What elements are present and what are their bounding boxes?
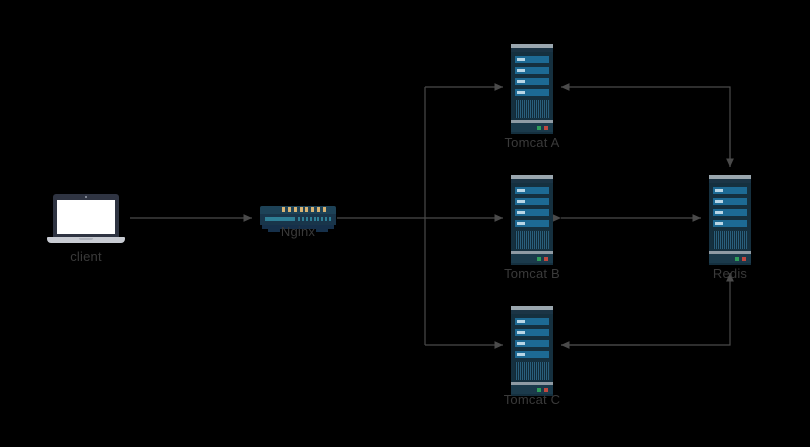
node-label-nginx: Nginx: [280, 224, 316, 239]
network-switch-icon: [260, 206, 336, 214]
server-led-red: [742, 257, 746, 261]
server-divider: [511, 382, 553, 385]
server-tower-icon: [511, 306, 553, 310]
switch-port-row: [298, 217, 331, 221]
server-base: [511, 385, 553, 394]
server-drive-bays: [515, 187, 549, 231]
server-drive-bays: [515, 318, 549, 362]
server-vent-grille: [515, 231, 549, 249]
node-label-redis: Redis: [712, 266, 748, 281]
laptop-icon: [53, 194, 119, 238]
node-label-tomcat-c: Tomcat C: [503, 392, 561, 407]
server-tower-icon: [511, 175, 553, 179]
server-led-red: [544, 126, 548, 130]
server-divider: [709, 251, 751, 254]
server-cap-shadow: [709, 179, 751, 183]
server-tower-icon: [511, 44, 553, 48]
server-drive-bays: [713, 187, 747, 231]
node-tomcat-b[interactable]: [511, 175, 553, 265]
server-cap-shadow: [511, 179, 553, 183]
laptop-camera-icon: [85, 196, 87, 198]
server-led-red: [544, 388, 548, 392]
switch-base: [262, 225, 334, 229]
node-label-tomcat-b: Tomcat B: [504, 266, 560, 281]
server-led-green: [735, 257, 739, 261]
server-led-green: [537, 257, 541, 261]
laptop-screen: [57, 200, 115, 234]
server-vent-grille: [515, 362, 549, 380]
server-vent-grille: [713, 231, 747, 249]
switch-status-bar: [265, 217, 295, 221]
node-client[interactable]: [47, 194, 125, 246]
server-base: [511, 254, 553, 263]
server-drive-bays: [515, 56, 549, 100]
edge-tomcat-c-to-redis: [561, 273, 734, 346]
server-tower-icon: [709, 175, 751, 179]
node-label-client: client: [70, 249, 102, 264]
server-base: [709, 254, 751, 263]
server-vent-grille: [515, 100, 549, 118]
server-divider: [511, 120, 553, 123]
laptop-notch: [79, 238, 93, 240]
server-cap-shadow: [511, 48, 553, 52]
switch-led-row: [282, 207, 326, 212]
switch-foot-left: [268, 229, 280, 232]
server-led-red: [544, 257, 548, 261]
server-led-green: [537, 388, 541, 392]
node-tomcat-a[interactable]: [511, 44, 553, 134]
server-divider: [511, 251, 553, 254]
node-redis[interactable]: [709, 175, 751, 265]
node-nginx[interactable]: [260, 204, 336, 232]
server-cap-shadow: [511, 310, 553, 314]
node-label-tomcat-a: Tomcat A: [504, 135, 560, 150]
edge-redis-to-tomcat-a: [561, 83, 731, 167]
server-led-green: [537, 126, 541, 130]
node-tomcat-c[interactable]: [511, 306, 553, 396]
server-base: [511, 123, 553, 132]
laptop-base: [47, 237, 125, 243]
switch-foot-right: [316, 229, 328, 232]
